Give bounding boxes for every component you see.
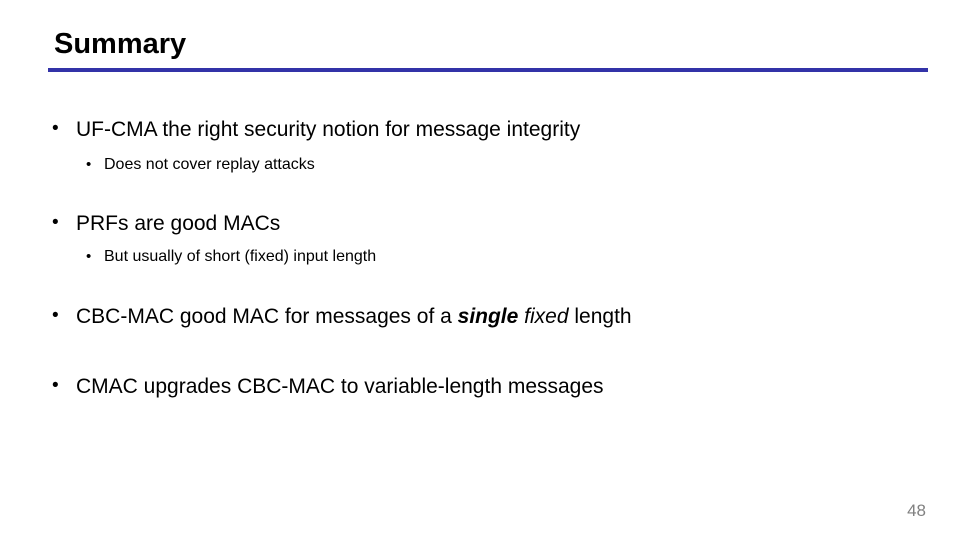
bullet-icon: • bbox=[52, 305, 59, 326]
bullet-icon: • bbox=[86, 248, 92, 265]
slide-title: Summary bbox=[54, 28, 187, 60]
bullet-text-emphasis-italic: fixed bbox=[518, 305, 569, 328]
bullet-text: UF-CMA the right security notion for mes… bbox=[76, 118, 581, 141]
slide-page-number: 48 bbox=[907, 501, 926, 520]
bullet-text-emphasis-bold-italic: single bbox=[457, 305, 519, 328]
bullet-text: PRFs are good MACs bbox=[76, 212, 281, 235]
bullet-text: Does not cover replay attacks bbox=[104, 156, 315, 173]
bullet-icon: • bbox=[52, 375, 59, 396]
bullet-text: CMAC upgrades CBC-MAC to variable-length… bbox=[76, 375, 604, 398]
bullet-icon: • bbox=[86, 156, 92, 173]
bullet-icon: • bbox=[52, 118, 59, 139]
bullet-text-prefix: CBC-MAC good MAC for messages of a bbox=[76, 305, 458, 328]
bullet-text: But usually of short (fixed) input lengt… bbox=[104, 248, 377, 265]
bullet-text-suffix: length bbox=[568, 305, 632, 328]
title-underline-rule bbox=[48, 68, 928, 72]
bullet-text: CBC-MAC good MAC for messages of a singl… bbox=[76, 305, 632, 329]
bullet-icon: • bbox=[52, 212, 59, 233]
